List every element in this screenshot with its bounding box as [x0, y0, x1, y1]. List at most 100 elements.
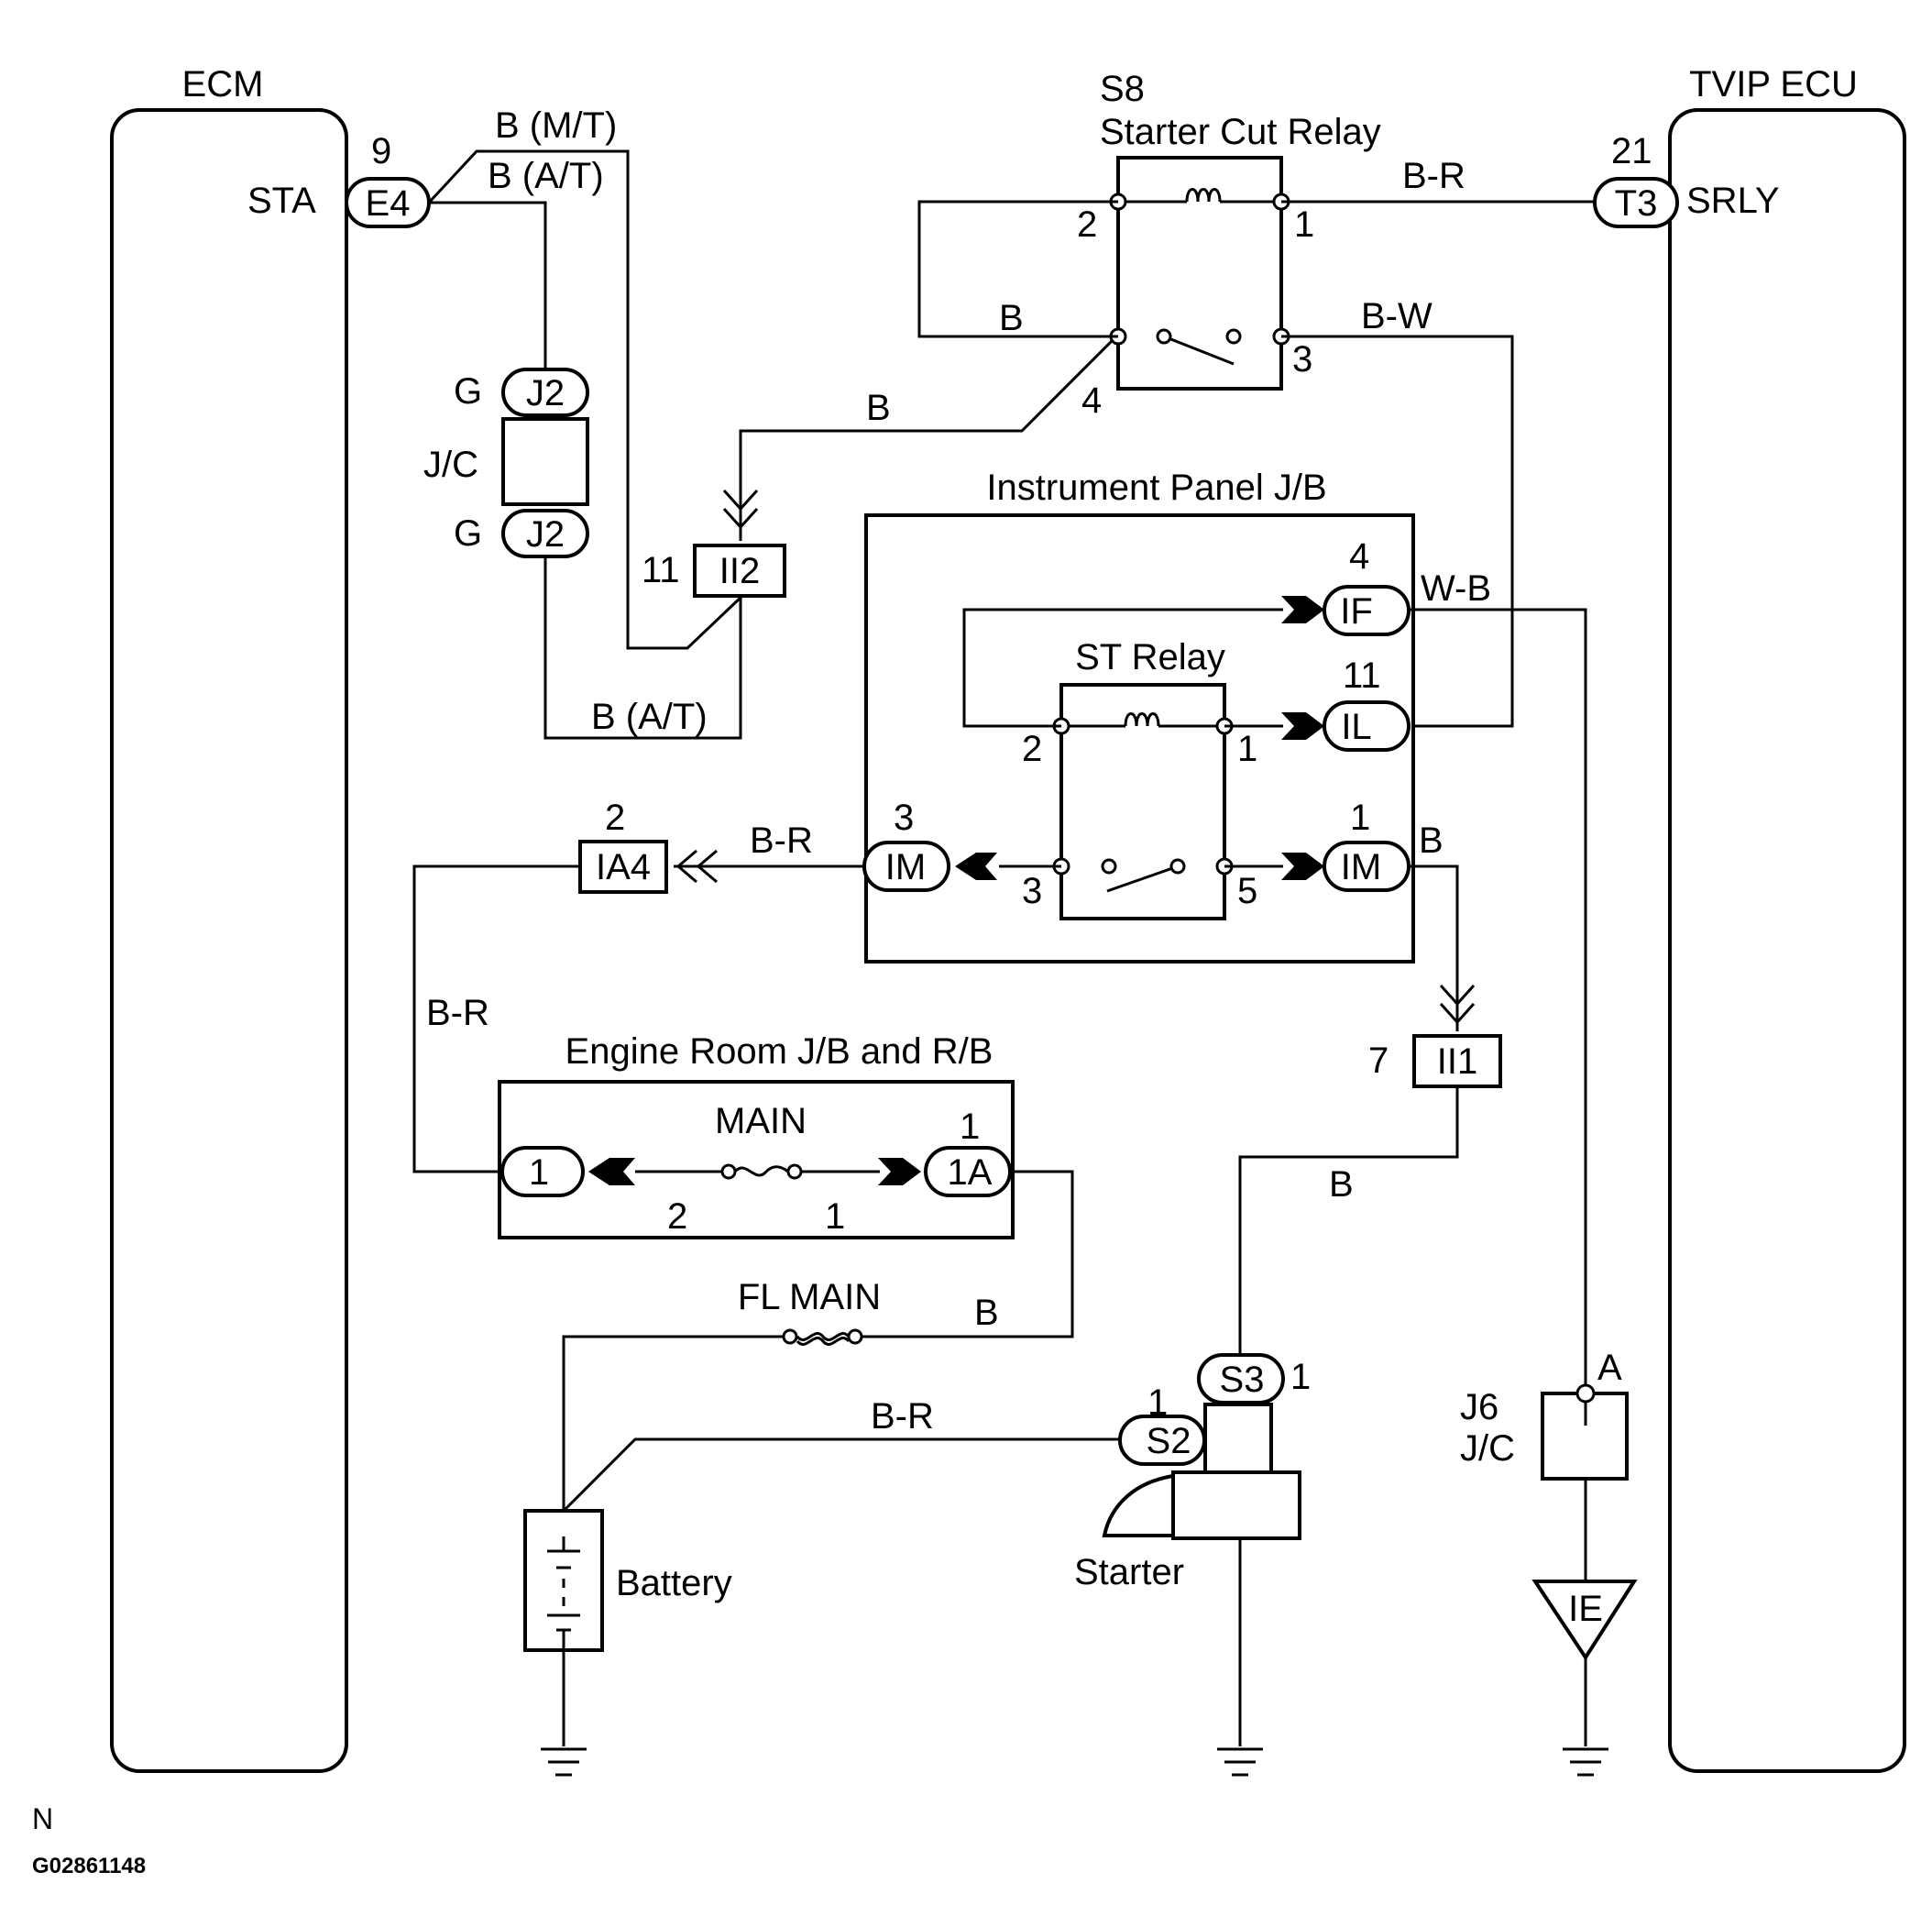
- st-relay-box: [1059, 683, 1226, 920]
- c1-arrow-icon: [588, 1158, 635, 1185]
- wire-b-relay-loop: [917, 200, 1118, 338]
- main-fuse-icon: [733, 1165, 789, 1177]
- c1-connector: [500, 1146, 585, 1197]
- im-left-pin-number: 3: [894, 798, 914, 838]
- ia4-pin-number: 2: [605, 798, 625, 838]
- s3-pin-number: 1: [1290, 1357, 1311, 1397]
- if-connector-label: IF: [1340, 591, 1373, 632]
- footer-code: G02861148: [32, 1854, 146, 1878]
- sta-terminal-label: STA: [247, 181, 316, 221]
- s2-pin-number: 1: [1147, 1382, 1168, 1423]
- ie-ground-point-icon: [1531, 1580, 1638, 1661]
- c1a-arrow-icon: [878, 1158, 921, 1185]
- main-fuse-label: MAIN: [715, 1101, 807, 1141]
- ii1-arrow-icon: [1439, 984, 1476, 1025]
- er-jb-label: Engine Room J/B and R/B: [565, 1031, 993, 1072]
- wire-b-r-left-label: B-R: [426, 993, 489, 1033]
- ecm-label: ECM: [182, 64, 264, 105]
- s8-pin2-label: 2: [1077, 204, 1097, 245]
- c1a-connector-label: 1A: [948, 1152, 993, 1193]
- il-arrow-icon: [1281, 712, 1324, 740]
- e4-connector-label: E4: [366, 183, 411, 224]
- j6-pin-a-label: A: [1597, 1348, 1622, 1388]
- st-relay-pin5-label: 5: [1237, 871, 1257, 911]
- ii2-arrow-icon: [722, 489, 759, 530]
- ie-ground-icon: [1563, 1747, 1608, 1777]
- st-relay-label: ST Relay: [1075, 637, 1225, 677]
- s8-pin1-label: 1: [1294, 204, 1314, 245]
- st-relay-switch-icon: [1106, 864, 1179, 893]
- wire-b-ii1-label: B: [1329, 1164, 1354, 1205]
- instrument-panel-jb-box: [864, 513, 1415, 964]
- if-pin-number: 4: [1349, 536, 1369, 577]
- engine-room-jb-box: [498, 1080, 1015, 1239]
- ii1-pin-number: 7: [1368, 1041, 1389, 1081]
- battery-icon: [547, 1536, 580, 1650]
- t3-pin-number: 21: [1611, 131, 1652, 171]
- wire-w-b: [1409, 608, 1587, 1426]
- starter-cut-relay-coil-icon: [1118, 188, 1281, 204]
- tvip-ecu-label: TVIP ECU: [1689, 64, 1858, 105]
- ii2-connector-label: II2: [719, 551, 760, 591]
- t3-connector-label: T3: [1615, 183, 1658, 224]
- im-right-pin-number: 1: [1350, 798, 1370, 838]
- ii2-connector: [693, 544, 786, 598]
- wire-b-at-1: [429, 201, 547, 371]
- im-right-connector-label: IM: [1341, 847, 1381, 887]
- wire-b-at-1-label: B (A/T): [488, 156, 604, 196]
- starter-label: Starter: [1074, 1552, 1184, 1592]
- im-left-arrow-icon: [955, 853, 997, 880]
- ii2-pin-number: 11: [642, 550, 680, 590]
- j2-top-g-label: G: [454, 371, 482, 412]
- ia4-arrow-icon: [675, 849, 718, 884]
- starter-solenoid-box: [1203, 1403, 1273, 1474]
- junction-connector-box: [501, 417, 589, 506]
- j2-bottom-g-label: G: [454, 513, 482, 554]
- j6-terminal-a: [1575, 1383, 1596, 1404]
- st-relay-contact-a: [1101, 858, 1117, 875]
- s2-connector: [1118, 1415, 1206, 1466]
- il-connector-label: IL: [1341, 707, 1371, 747]
- e4-pin-number: 9: [371, 131, 391, 171]
- srly-terminal-label: SRLY: [1686, 181, 1780, 221]
- st-relay-pin3-label: 3: [1022, 871, 1042, 911]
- il-pin-number: 11: [1343, 655, 1381, 696]
- j6-jc-label: J/C: [1460, 1428, 1515, 1469]
- j2-top-connector: [501, 368, 589, 417]
- starter-pinion-icon: [1102, 1474, 1174, 1537]
- wire-b-r-im-label: B-R: [750, 820, 813, 861]
- wire-b-w-label: B-W: [1361, 296, 1433, 336]
- jc-label: J/C: [423, 445, 478, 485]
- starter-cut-relay-box: [1116, 156, 1283, 391]
- fl-main-terminal-right: [847, 1328, 863, 1345]
- ip-jb-label: Instrument Panel J/B: [986, 468, 1326, 508]
- fl-main-terminal-left: [782, 1328, 798, 1345]
- wire-b-to-ii2-label: B: [866, 388, 891, 428]
- im-right-arrow-icon: [1281, 853, 1324, 880]
- j6-id-label: J6: [1460, 1387, 1498, 1427]
- ie-label: IE: [1568, 1589, 1603, 1629]
- wire-b-im-ii1: [1409, 864, 1459, 1031]
- wire-b-mt-label: B (M/T): [495, 105, 617, 146]
- fl-main-label: FL MAIN: [738, 1277, 881, 1317]
- ia4-connector-label: IA4: [596, 847, 651, 887]
- wire-b-im-label: B: [1419, 820, 1444, 861]
- main-fuse-terminal-right: [786, 1163, 803, 1180]
- tvip-ecu-module: [1668, 108, 1906, 1773]
- er-jb-pin1-label: 1: [825, 1196, 845, 1237]
- wire-b-r-left: [412, 864, 580, 1173]
- s8-pin3-label: 3: [1292, 339, 1312, 380]
- s2-connector-label: S2: [1147, 1421, 1191, 1461]
- wire-b-relay-loop-label: B: [999, 298, 1024, 338]
- wire-w-b-label: W-B: [1421, 568, 1491, 609]
- battery-ground-icon: [541, 1747, 587, 1777]
- st-relay-pin2-label: 2: [1022, 729, 1042, 769]
- er-jb-pin2-label: 2: [667, 1196, 687, 1237]
- s3-connector-label: S3: [1220, 1360, 1265, 1400]
- im-left-connector-label: IM: [885, 847, 926, 887]
- s8-id-label: S8: [1100, 69, 1145, 109]
- starter-cut-relay-contact-a: [1156, 328, 1172, 345]
- wire-b-ii1-starter: [1238, 1086, 1459, 1355]
- wire-b-fl-main-label: B: [974, 1293, 999, 1333]
- wire-b-w: [1281, 335, 1514, 728]
